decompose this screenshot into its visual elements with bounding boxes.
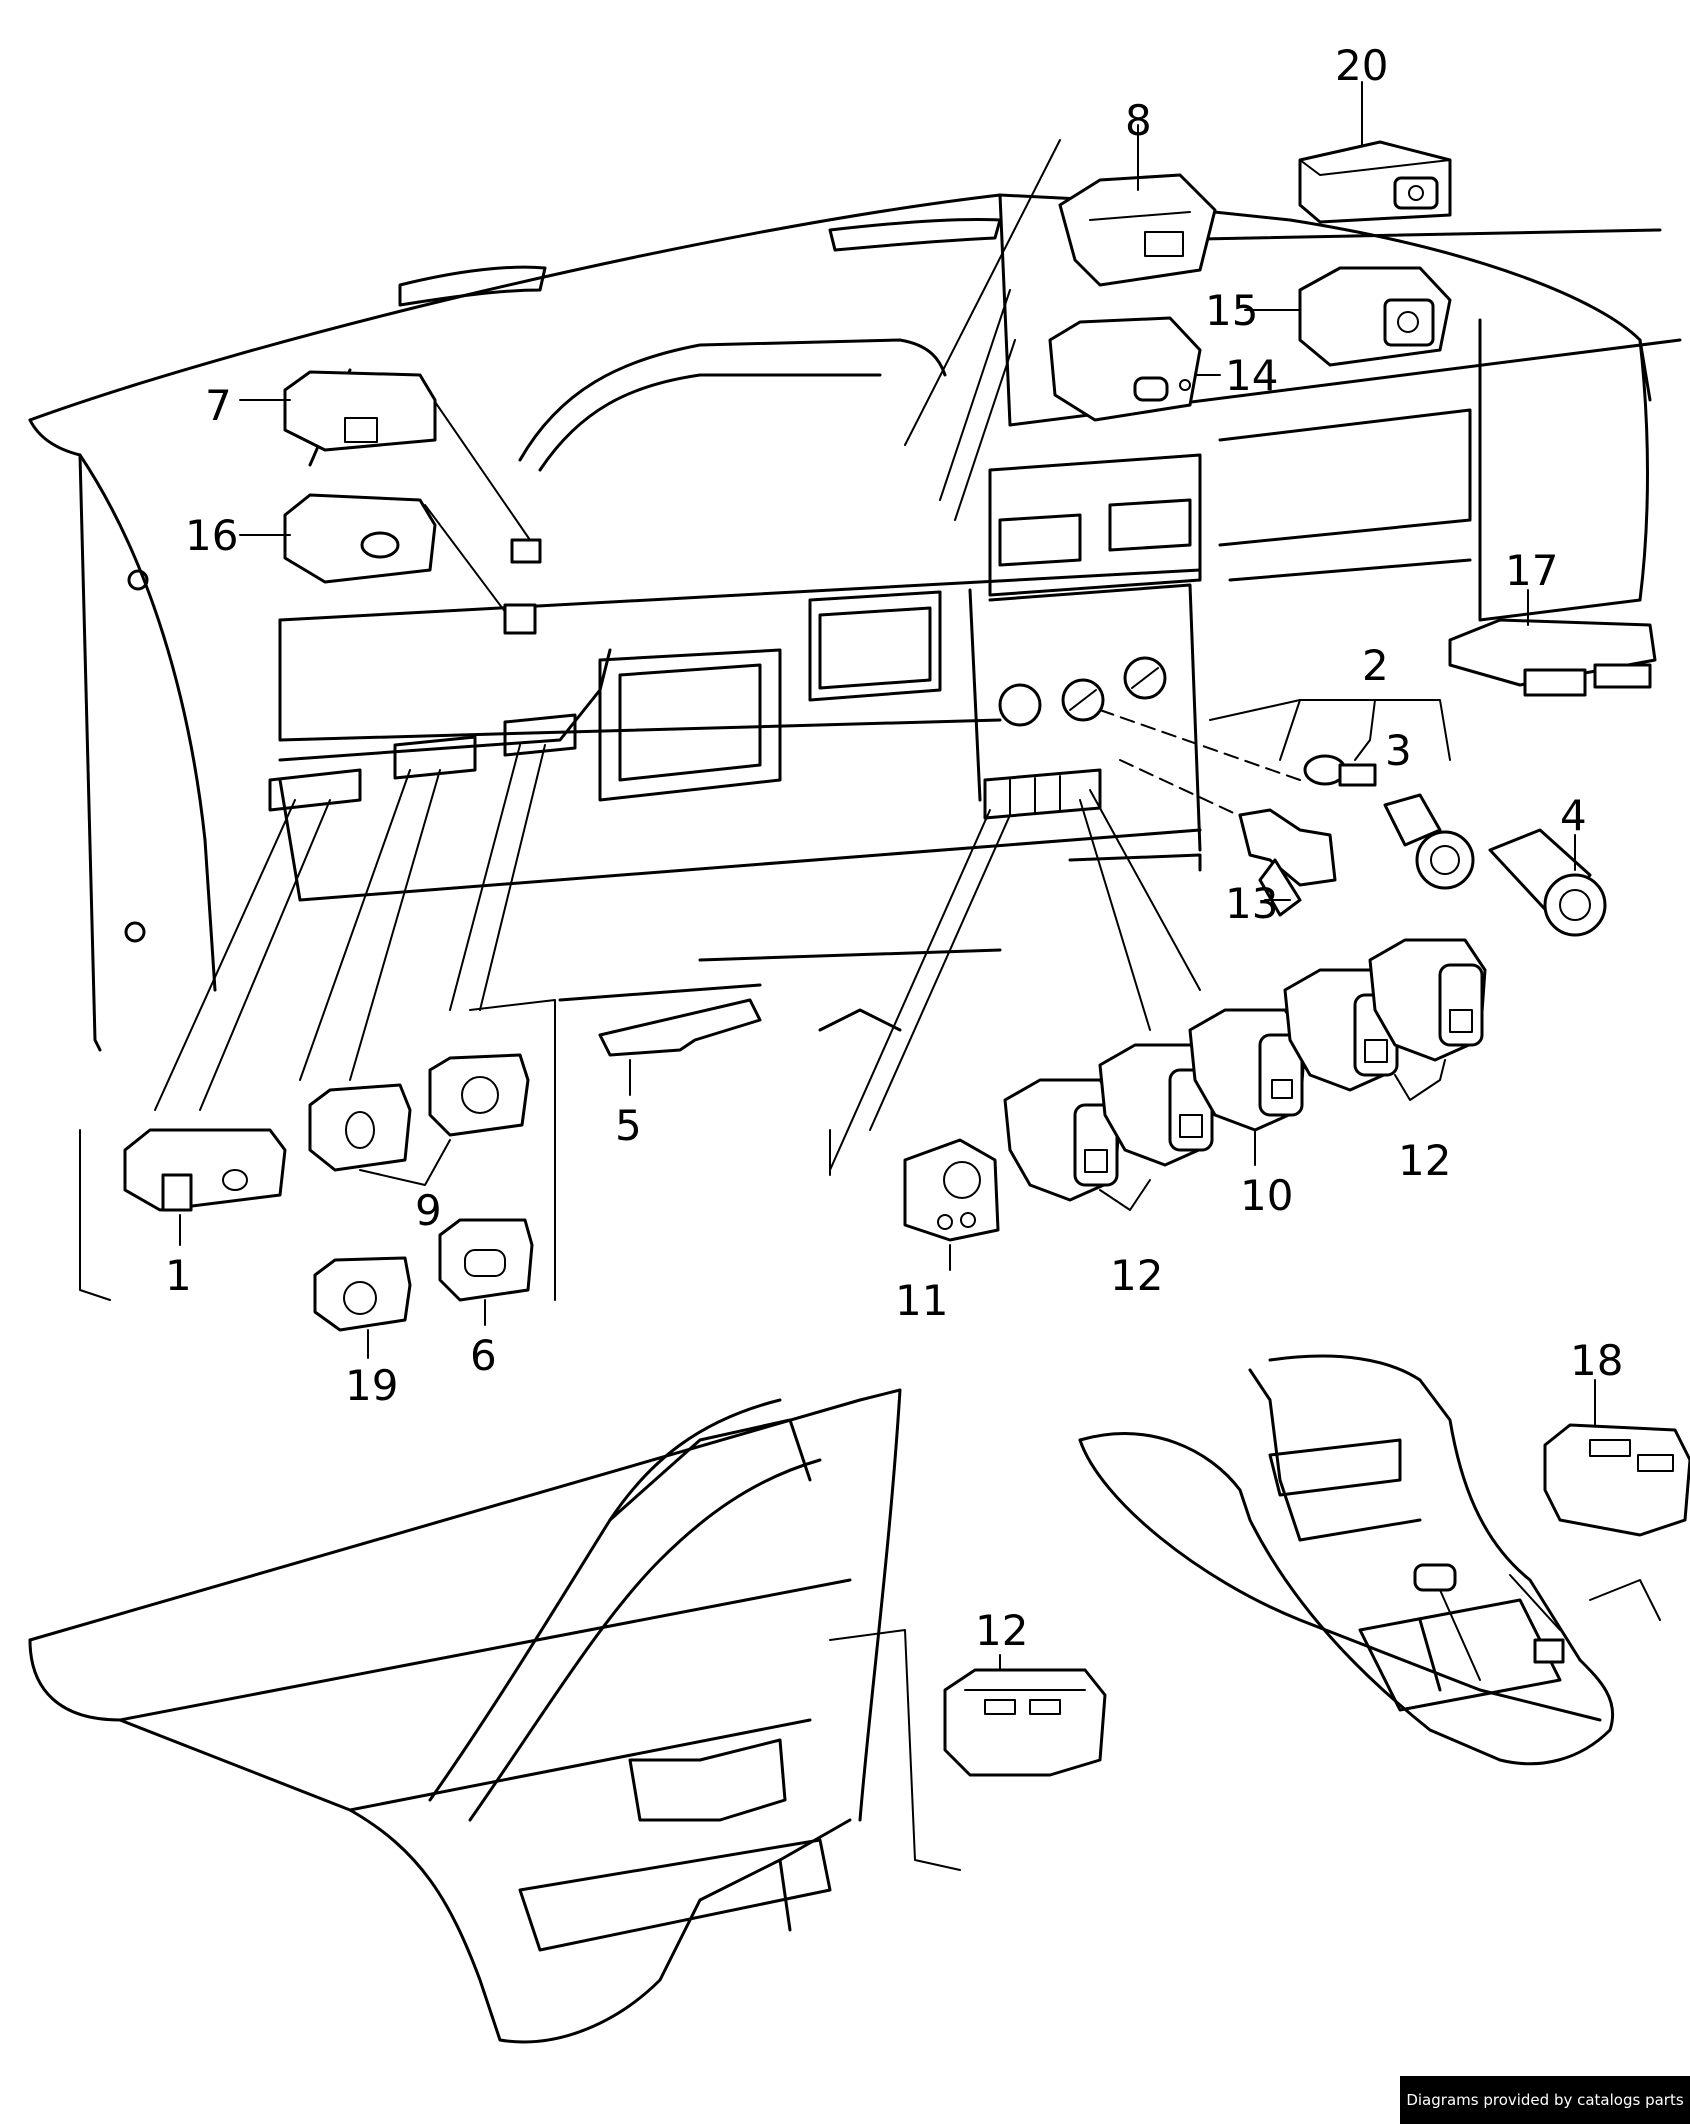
part-20-rear-fog-switch (1298, 140, 1452, 224)
leader-lines (79, 139, 1451, 1301)
callout-17: 17 (1505, 546, 1558, 595)
part-9-switches (308, 1053, 530, 1172)
leader-12-middle (1099, 1179, 1151, 1211)
part-17-connector (1448, 618, 1657, 697)
part-8-rear-window-heater-switch (1058, 173, 1217, 287)
part-12-window-switch-door (943, 1668, 1107, 1777)
callout-14: 14 (1225, 351, 1278, 400)
part-10-window-switch (1188, 1008, 1307, 1132)
callout-labels: 1 2 3 4 5 6 7 8 9 10 11 12 12 12 13 14 1… (165, 41, 1623, 1655)
part-12-window-switch-a (1003, 1078, 1122, 1202)
callout-11: 11 (895, 1276, 948, 1325)
part-7-fog-light-switch (283, 370, 437, 452)
callout-1: 1 (165, 1251, 192, 1300)
callout-18: 18 (1570, 1336, 1623, 1385)
callout-15: 15 (1205, 286, 1258, 335)
leader-9 (359, 1139, 451, 1186)
callout-9: 9 (415, 1186, 442, 1235)
callout-19: 19 (345, 1361, 398, 1410)
part-12-window-switch-d (1368, 938, 1487, 1062)
callout-2: 2 (1362, 641, 1389, 690)
callout-7: 7 (205, 381, 232, 430)
callout-12-door: 12 (975, 1606, 1028, 1655)
part-16-switch (283, 493, 437, 584)
door-panel (28, 1388, 961, 2044)
callout-16: 16 (185, 511, 238, 560)
callout-13: 13 (1225, 879, 1278, 928)
part-6-switch (438, 1218, 534, 1302)
callout-12-bottom: 12 (1110, 1251, 1163, 1300)
callout-5: 5 (615, 1101, 642, 1150)
dashboard-panel (28, 193, 1682, 1052)
callout-4: 4 (1560, 791, 1587, 840)
part-18-console-switch (1543, 1423, 1690, 1537)
footer-credit: Diagrams provided by catalogs parts (1400, 2076, 1690, 2124)
callout-3: 3 (1385, 726, 1412, 775)
leader-12-right (1394, 1059, 1446, 1101)
callout-20: 20 (1335, 41, 1388, 90)
callout-leaders (179, 81, 1596, 1426)
part-11-mirror-switch (903, 1138, 1000, 1242)
part-13-bulb-holder (1238, 808, 1337, 917)
part-12-window-switch-b (1098, 1043, 1217, 1167)
callout-10: 10 (1240, 1171, 1293, 1220)
part-2-lighter-socket (1383, 793, 1475, 890)
part-15-seat-heater-switch (1298, 266, 1452, 367)
part-1-light-switch (123, 1128, 287, 1212)
center-console (1078, 1354, 1661, 1766)
part-4-cigarette-lighter (1488, 828, 1607, 937)
callout-6: 6 (470, 1331, 497, 1380)
callout-8: 8 (1125, 96, 1152, 145)
part-14-dimmer-switch (1048, 316, 1202, 422)
part-19-switch (313, 1256, 412, 1332)
part-3-bulb (1303, 754, 1377, 787)
callout-12-right: 12 (1398, 1136, 1451, 1185)
part-5-trim-strip (598, 998, 762, 1057)
